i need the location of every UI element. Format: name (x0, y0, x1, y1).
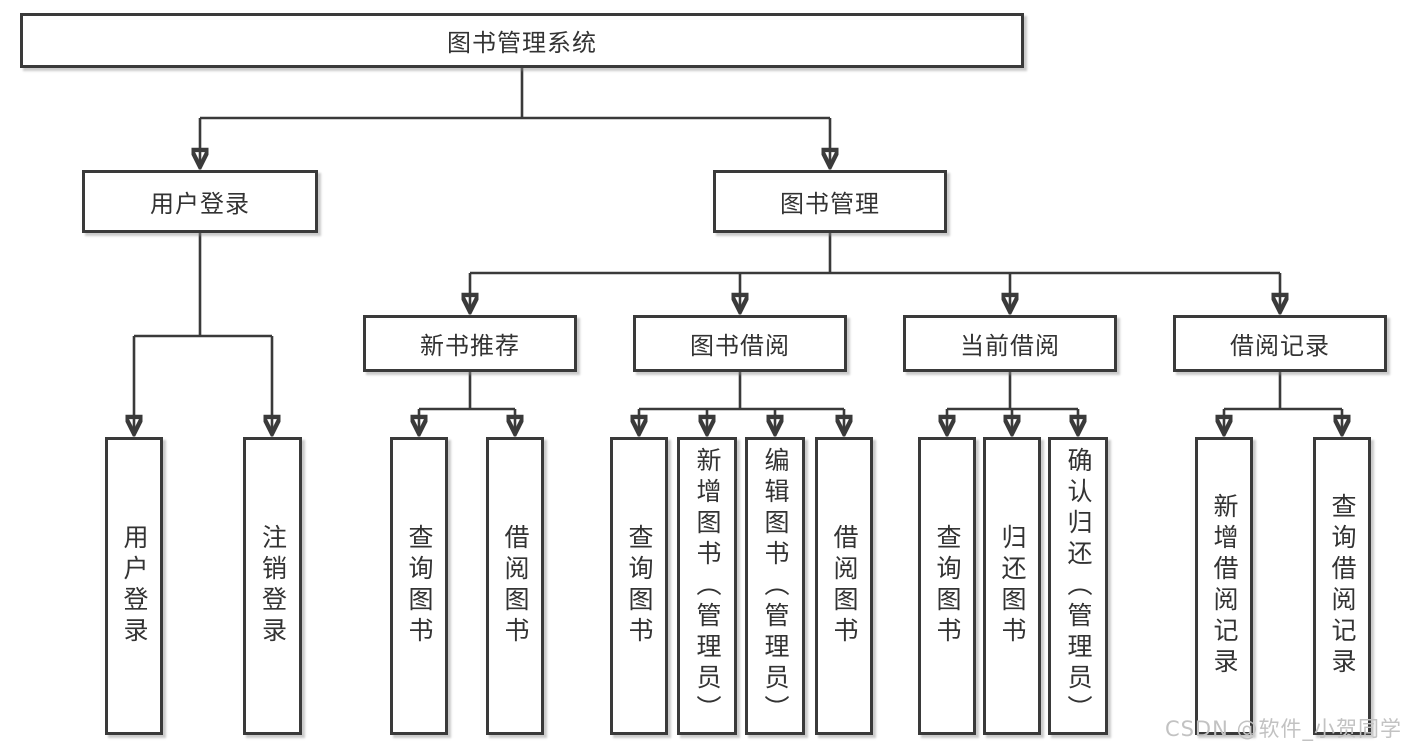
csdn-watermark: CSDN @软件_小贺同学 (1164, 717, 1402, 741)
leaf-confirm-return-admin-label: 确认归还（管理员） (1064, 446, 1093, 726)
leaf-add-borrow-record: 新增借阅记录 (1195, 437, 1253, 735)
node-book-borrow-label: 图书借阅 (690, 332, 790, 360)
node-borrow-records-label: 借阅记录 (1230, 332, 1330, 360)
leaf-query-books-1: 查询图书 (390, 437, 448, 735)
leaf-edit-book-admin: 编辑图书（管理员） (745, 437, 805, 735)
node-current-borrow-label: 当前借阅 (960, 332, 1060, 360)
leaf-borrow-books-2-label: 借阅图书 (830, 524, 859, 648)
leaf-return-book: 归还图书 (983, 437, 1041, 735)
leaf-borrow-books-1-label: 借阅图书 (501, 524, 530, 648)
leaf-logout-label: 注销登录 (258, 524, 288, 648)
node-user-login: 用户登录 (82, 170, 318, 233)
node-user-login-label: 用户登录 (150, 190, 250, 218)
leaf-query-books-3-label: 查询图书 (933, 524, 962, 648)
leaf-add-book-admin: 新增图书（管理员） (677, 437, 737, 735)
leaf-query-borrow-record: 查询借阅记录 (1313, 437, 1371, 735)
node-current-borrow: 当前借阅 (903, 315, 1117, 372)
leaf-add-borrow-record-label: 新增借阅记录 (1210, 493, 1239, 679)
leaf-user-login-label: 用户登录 (120, 524, 149, 648)
node-root-label: 图书管理系统 (447, 29, 597, 57)
leaf-add-book-admin-label: 新增图书（管理员） (693, 446, 722, 726)
leaf-query-books-3: 查询图书 (918, 437, 976, 735)
node-new-book-recommend: 新书推荐 (363, 315, 577, 372)
leaf-confirm-return-admin: 确认归还（管理员） (1048, 437, 1108, 735)
leaf-query-books-2-label: 查询图书 (625, 524, 654, 648)
node-borrow-records: 借阅记录 (1173, 315, 1387, 372)
node-book-borrow: 图书借阅 (633, 315, 847, 372)
leaf-query-books-2: 查询图书 (610, 437, 668, 735)
node-root: 图书管理系统 (20, 13, 1024, 68)
node-new-book-recommend-label: 新书推荐 (420, 332, 520, 360)
leaf-user-login: 用户登录 (105, 437, 163, 735)
leaf-query-books-1-label: 查询图书 (405, 524, 434, 648)
leaf-return-book-label: 归还图书 (998, 524, 1027, 648)
node-book-mgmt: 图书管理 (713, 170, 947, 233)
leaf-borrow-books-2: 借阅图书 (815, 437, 873, 735)
node-book-mgmt-label: 图书管理 (780, 190, 880, 218)
leaf-logout: 注销登录 (243, 437, 302, 735)
leaf-edit-book-admin-label: 编辑图书（管理员） (761, 446, 790, 726)
leaf-borrow-books-1: 借阅图书 (486, 437, 544, 735)
leaf-query-borrow-record-label: 查询借阅记录 (1328, 493, 1357, 679)
